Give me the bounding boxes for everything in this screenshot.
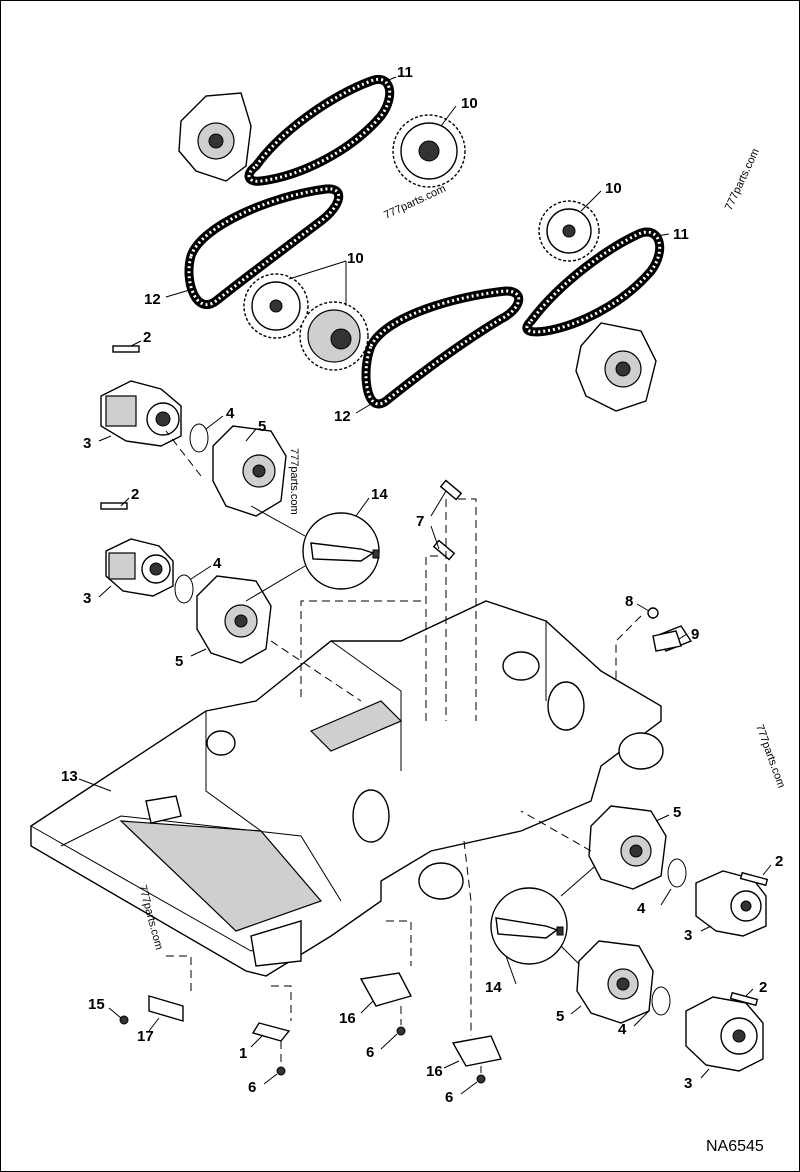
callout-16: 16	[426, 1063, 443, 1080]
screw-6-middle	[396, 1026, 406, 1036]
o-ring-4-upper-left	[189, 423, 209, 453]
chain-case-cover-5-right-upper	[588, 805, 667, 890]
chain-case-cover-5-upper-left	[212, 425, 287, 517]
callout-17: 17	[137, 1028, 154, 1045]
callout-4: 4	[226, 405, 235, 422]
sprocket-10-upper	[392, 114, 466, 188]
cover-plate-16-lower	[451, 1035, 502, 1067]
sealant-tube-14-upper	[302, 512, 380, 590]
hydraulic-motor-3-upper-left	[100, 380, 182, 447]
chain-case-cover-5-right-lower	[576, 940, 654, 1024]
callout-7: 7	[416, 513, 424, 530]
callout-1: 1	[239, 1045, 247, 1062]
callout-11: 11	[673, 226, 689, 243]
callout-6: 6	[366, 1044, 374, 1061]
callout-16: 16	[339, 1010, 356, 1027]
sprocket-10-right	[538, 200, 600, 262]
bolt-2-lower-left	[100, 502, 128, 510]
callout-4: 4	[618, 1021, 627, 1038]
hydraulic-motor-3-right-lower	[685, 996, 764, 1072]
callout-5: 5	[175, 653, 183, 670]
callout-13: 13	[61, 768, 78, 785]
callout-4: 4	[637, 900, 646, 917]
screw-15	[119, 1015, 129, 1025]
hydraulic-motor-3-lower-left	[105, 538, 174, 597]
drive-chain-12-upper-left	[184, 184, 344, 309]
bolt-7-upper	[439, 479, 463, 501]
motor-housing-upper-right	[575, 322, 657, 412]
drive-chain-11-right	[522, 227, 665, 337]
callout-6: 6	[445, 1089, 453, 1106]
cover-plate-1	[251, 1022, 291, 1042]
callout-3: 3	[83, 590, 91, 607]
watermark-text: 777parts.com	[288, 448, 300, 515]
callout-9: 9	[691, 626, 699, 643]
o-ring-4-lower-left	[174, 574, 194, 604]
callout-5: 5	[258, 418, 266, 435]
callout-10: 10	[461, 95, 478, 112]
callout-12: 12	[144, 291, 161, 308]
o-ring-4-right-lower	[651, 986, 671, 1016]
leader-lines	[78, 76, 772, 1095]
callout-10: 10	[605, 180, 622, 197]
callout-6: 6	[248, 1079, 256, 1096]
screw-6-left	[276, 1066, 286, 1076]
nut-8	[647, 607, 659, 619]
callout-8: 8	[625, 593, 633, 610]
bracket-9	[652, 630, 682, 652]
callout-5: 5	[673, 804, 681, 821]
bolt-2-upper-left	[112, 345, 140, 353]
watermark-text: 777parts.com	[382, 183, 447, 222]
sprocket-10-mid-left	[243, 273, 309, 339]
callout-12: 12	[334, 408, 351, 425]
chain-case-cover-5-lower-left	[196, 575, 272, 664]
figure-id: NA6545	[706, 1138, 764, 1155]
bolt-2-right-upper	[739, 871, 769, 887]
bolt-2-right-lower	[729, 991, 759, 1007]
callout-11: 11	[397, 64, 413, 81]
callout-3: 3	[83, 435, 91, 452]
callout-labels: 11 10 10 11 10 12 12 2 3 4 5 14 2 7 4 3 …	[61, 64, 783, 1106]
bolt-7-lower	[432, 539, 456, 561]
callout-14: 14	[371, 486, 388, 503]
callout-3: 3	[684, 1075, 692, 1092]
hydraulic-motor-3-right-upper	[695, 870, 767, 937]
callout-5: 5	[556, 1008, 564, 1025]
callout-2: 2	[759, 979, 767, 996]
callout-2: 2	[143, 329, 151, 346]
watermark-text: 777parts.com	[723, 147, 762, 212]
cover-plate-16-middle	[359, 972, 413, 1007]
o-ring-4-right-upper	[667, 858, 687, 888]
callout-2: 2	[775, 853, 783, 870]
drive-chain-11-upper-left	[244, 74, 395, 186]
motor-housing-upper-left	[178, 92, 252, 182]
main-frame-13	[30, 600, 693, 977]
callout-14: 14	[485, 979, 502, 996]
callout-4: 4	[213, 555, 222, 572]
watermark-text: 777parts.com	[753, 723, 787, 790]
callout-3: 3	[684, 927, 692, 944]
callout-2: 2	[131, 486, 139, 503]
cover-plate-17	[148, 995, 184, 1022]
callout-15: 15	[88, 996, 105, 1013]
assembly-guide-lines	[165, 430, 642, 1073]
drive-chain-12-lower-middle	[361, 286, 523, 409]
callout-10: 10	[347, 250, 364, 267]
screw-6-lower	[476, 1074, 486, 1084]
sealant-tube-14-lower	[490, 887, 568, 965]
sprocket-10-mid	[299, 301, 369, 371]
